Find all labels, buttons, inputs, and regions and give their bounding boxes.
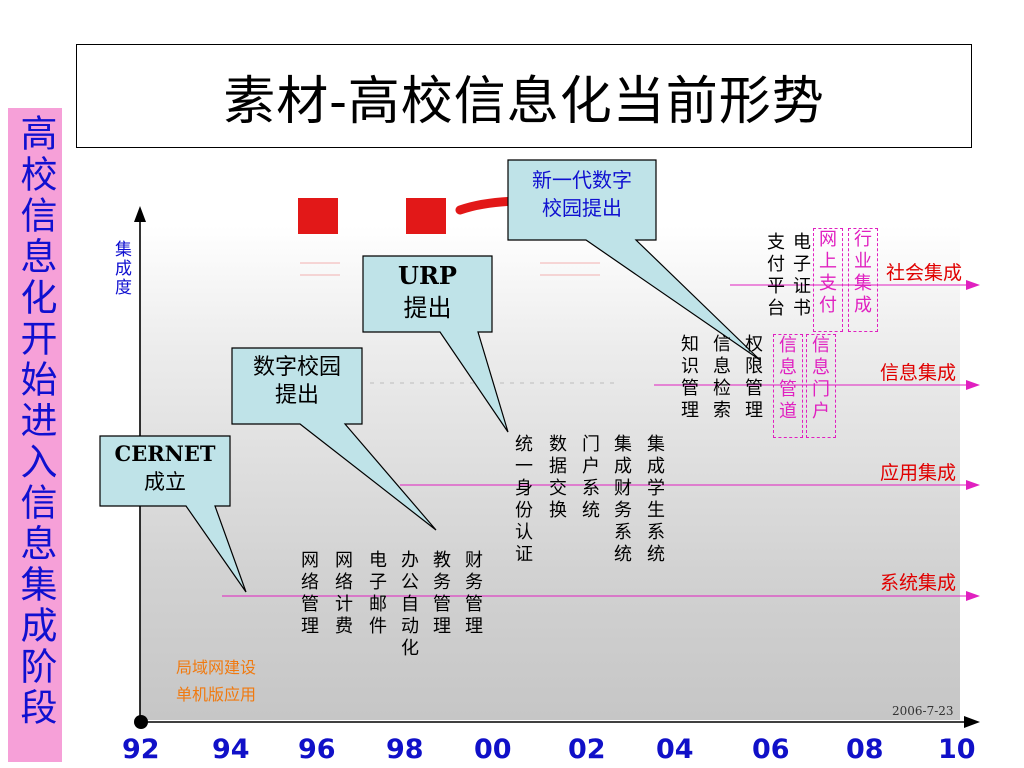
callout-urp-shape — [362, 255, 509, 433]
year-label-94: 94 — [212, 734, 250, 765]
year-label-04: 04 — [656, 734, 694, 765]
callout-digital-campus-line1: 数字校园 — [252, 355, 341, 380]
year-label-02: 02 — [568, 734, 606, 765]
application-item-2: 数据交换 — [546, 434, 567, 522]
application-item-1: 统一身份认证 — [512, 434, 533, 566]
system-item-2: 网络计费 — [332, 550, 353, 638]
callout-urp-line2: 提出 — [403, 294, 452, 322]
origin-dot — [134, 715, 148, 729]
level-label-app: 应用集成 — [880, 462, 957, 484]
level-arrowhead-social — [966, 280, 980, 290]
level-arrowhead-info — [966, 380, 980, 390]
title-box: 素材-高校信息化当前形势 — [76, 44, 972, 148]
y-axis-label: 集成度 — [111, 240, 131, 297]
callout-cernet: CERNET 成立 — [100, 440, 230, 496]
y-axis-arrowhead — [134, 206, 146, 222]
information-dashed-item-1: 信息管道 — [773, 334, 803, 438]
level-arrowhead-system — [966, 591, 980, 601]
decor-red-square-2 — [406, 198, 446, 234]
callout-new-gen-line2: 校园提出 — [542, 196, 622, 220]
application-item-4: 集成财务系统 — [611, 434, 632, 566]
system-item-3: 电子邮件 — [366, 550, 387, 638]
year-label-00: 00 — [474, 734, 512, 765]
year-label-96: 96 — [298, 734, 336, 765]
social-item-1: 支付平台 — [764, 232, 785, 320]
callout-cernet-line1: CERNET — [114, 441, 216, 466]
side-banner-text: 高校信息化开始进入信息集成阶段 — [14, 114, 57, 729]
callout-cernet-line2: 成立 — [144, 470, 186, 494]
social-dashed-item-1: 网上支付 — [813, 228, 843, 332]
system-item-1: 网络管理 — [298, 550, 319, 638]
decor-faint-lines — [300, 262, 620, 384]
callout-cernet-shape — [99, 435, 247, 593]
information-item-1: 知识管理 — [678, 334, 699, 422]
information-item-2: 信息检索 — [710, 334, 731, 422]
year-label-98: 98 — [386, 734, 424, 765]
system-item-4: 办公自动化 — [398, 550, 419, 660]
system-item-5: 教务管理 — [430, 550, 451, 638]
early-note: 局域网建设 单机版应用 — [176, 654, 256, 708]
callout-new-gen-shape — [507, 159, 761, 361]
decor-red-square-1 — [298, 198, 338, 234]
social-item-2: 电子证书 — [790, 232, 811, 320]
callout-digital-campus-line2: 提出 — [274, 383, 319, 408]
level-label-info: 信息集成 — [880, 362, 957, 384]
year-label-92: 92 — [122, 734, 160, 765]
information-dashed-item-2: 信息门户 — [806, 334, 836, 438]
application-item-3: 门户系统 — [579, 434, 600, 522]
callout-digital-campus: 数字校园 提出 — [232, 354, 362, 410]
callout-urp-line1: URP — [398, 261, 457, 290]
plot-background — [140, 226, 960, 720]
application-item-5: 集成学生系统 — [644, 434, 665, 566]
date-stamp: 2006-7-23 — [892, 704, 954, 718]
year-label-10: 10 — [938, 734, 976, 765]
callout-digital-campus-shape — [231, 347, 437, 531]
page-title: 素材-高校信息化当前形势 — [223, 71, 825, 132]
information-item-3: 权限管理 — [742, 334, 763, 422]
x-axis-arrowhead — [964, 716, 980, 728]
level-arrowhead-app — [966, 480, 980, 490]
year-label-06: 06 — [752, 734, 790, 765]
early-note-line1: 局域网建设 — [176, 658, 257, 677]
callout-new-gen-line1: 新一代数字 — [532, 168, 632, 192]
level-label-system: 系统集成 — [880, 572, 957, 594]
callout-urp: URP 提出 — [363, 260, 492, 324]
system-item-6: 财务管理 — [462, 550, 483, 638]
side-banner: 高校信息化开始进入信息集成阶段 — [8, 108, 62, 762]
early-note-line2: 单机版应用 — [176, 685, 257, 704]
year-label-08: 08 — [846, 734, 884, 765]
callout-new-gen: 新一代数字 校园提出 — [508, 166, 656, 222]
level-label-social: 社会集成 — [886, 262, 963, 284]
social-dashed-item-2: 行业集成 — [848, 228, 878, 332]
